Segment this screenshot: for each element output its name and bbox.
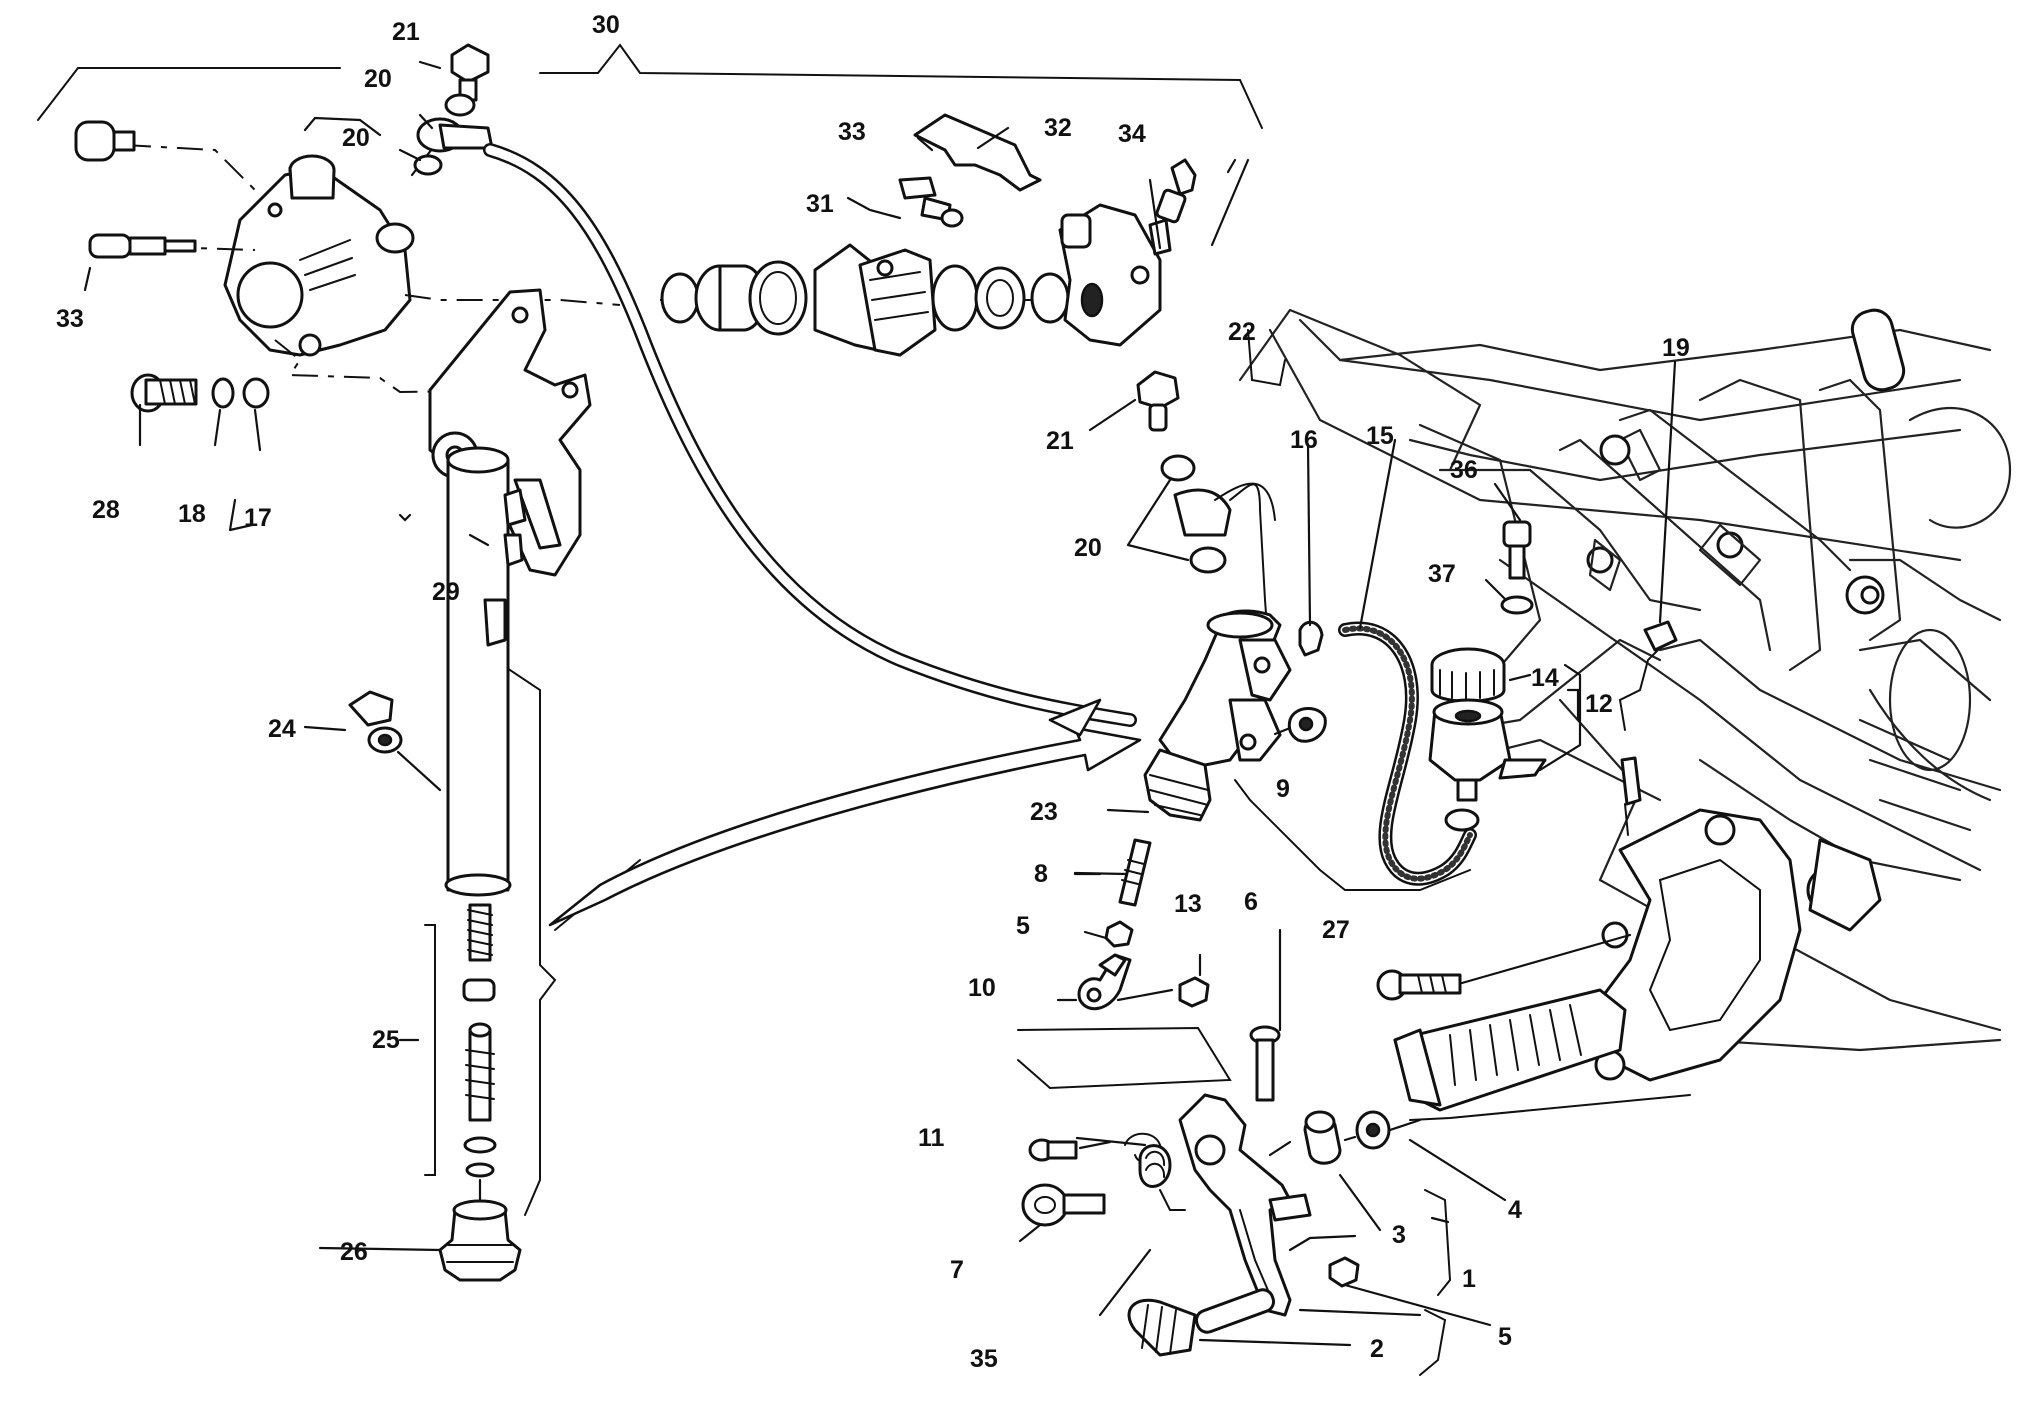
motorcycle-frame	[1238, 308, 2012, 1112]
banjo-bolt-right	[1136, 370, 1180, 432]
pedal-pivot	[1021, 1183, 1106, 1227]
callout-24: 24	[268, 715, 296, 743]
callout-9: 9	[1276, 775, 1290, 803]
callout-23: 23	[1030, 798, 1058, 826]
callout-36: 36	[1450, 456, 1478, 484]
callout-33-center: 33	[838, 118, 866, 146]
bleed-valve	[1148, 158, 1197, 256]
callout-18: 18	[178, 500, 206, 528]
pivot-bushing	[1303, 1110, 1342, 1165]
rear-caliper-group	[37, 43, 1263, 727]
dust-boot	[438, 1199, 522, 1282]
callout-7: 7	[950, 1256, 964, 1284]
callout-27: 27	[1322, 916, 1350, 944]
footpeg-bolt	[1376, 969, 1462, 1001]
callout-32: 32	[1044, 114, 1072, 142]
reservoir-bolt	[1500, 520, 1534, 615]
callout-8: 8	[1034, 860, 1048, 888]
callout-15: 15	[1366, 422, 1394, 450]
callout-21-right: 21	[1046, 427, 1074, 455]
master-cylinder-body	[446, 447, 510, 892]
callout-10: 10	[968, 974, 996, 1002]
callout-11: 11	[918, 1124, 945, 1152]
leader-lines	[83, 60, 1677, 1347]
callout-34: 34	[1118, 120, 1146, 148]
callout-3: 3	[1392, 1221, 1406, 1249]
master-cylinder-exploded	[348, 446, 1142, 1282]
master-cylinder-inlet-fitting	[348, 690, 403, 754]
callout-17: 17	[244, 504, 272, 532]
pad-pin-center	[898, 176, 964, 228]
assembly-arrow	[548, 726, 1142, 927]
brake-light-switch	[1618, 620, 1678, 836]
callout-22: 22	[1228, 318, 1256, 346]
callout-26: 26	[340, 1238, 368, 1266]
mounting-bolt	[130, 373, 270, 413]
callout-20-top: 20	[364, 65, 392, 93]
callout-12: 12	[1585, 690, 1613, 718]
callout-30: 30	[592, 11, 620, 39]
banjo-fitting-top	[413, 43, 494, 176]
callout-31: 31	[806, 190, 834, 218]
callout-28: 28	[92, 496, 120, 524]
brake-pedal-group	[1021, 933, 1691, 1376]
callout-33-left: 33	[56, 305, 84, 333]
callout-6: 6	[1244, 888, 1258, 916]
pedal-pivot-bolt	[1249, 1025, 1281, 1102]
callout-29: 29	[432, 578, 460, 606]
callout-21-top: 21	[392, 18, 420, 46]
callout-20-right: 20	[1074, 534, 1102, 562]
master-cylinder-assembled	[1017, 329, 1678, 1090]
callout-5-upper: 5	[1016, 912, 1030, 940]
callout-16: 16	[1290, 426, 1318, 454]
master-cylinder-boot	[1143, 748, 1212, 822]
spring-bolt	[1028, 1138, 1078, 1162]
callout-14: 14	[1531, 664, 1559, 692]
callout-1: 1	[1462, 1265, 1476, 1293]
callout-20-mid: 20	[342, 124, 370, 152]
callout-2: 2	[1370, 1335, 1384, 1363]
callout-13: 13	[1174, 890, 1202, 918]
footpeg	[1393, 988, 1627, 1112]
brake-fluid-reservoir	[1428, 647, 1547, 832]
pad-pin-left	[88, 233, 197, 259]
caliper-internals	[660, 113, 1197, 357]
callout-37: 37	[1428, 560, 1456, 588]
piston-kit	[462, 903, 497, 1178]
anti-rattle-spring	[913, 113, 1042, 192]
caliper-bolt	[74, 120, 136, 162]
callout-labels: 1 2 3 4 5 5 6 7 8 9 10 11 12 13 14 15 16…	[56, 11, 1690, 1373]
callout-4: 4	[1508, 1196, 1522, 1224]
callout-19: 19	[1662, 334, 1690, 362]
pedal-rubber	[1127, 1288, 1276, 1357]
callout-5-lower: 5	[1498, 1323, 1512, 1351]
callout-25: 25	[372, 1026, 400, 1054]
brake-pad-right	[858, 248, 937, 357]
callout-35: 35	[970, 1345, 998, 1373]
